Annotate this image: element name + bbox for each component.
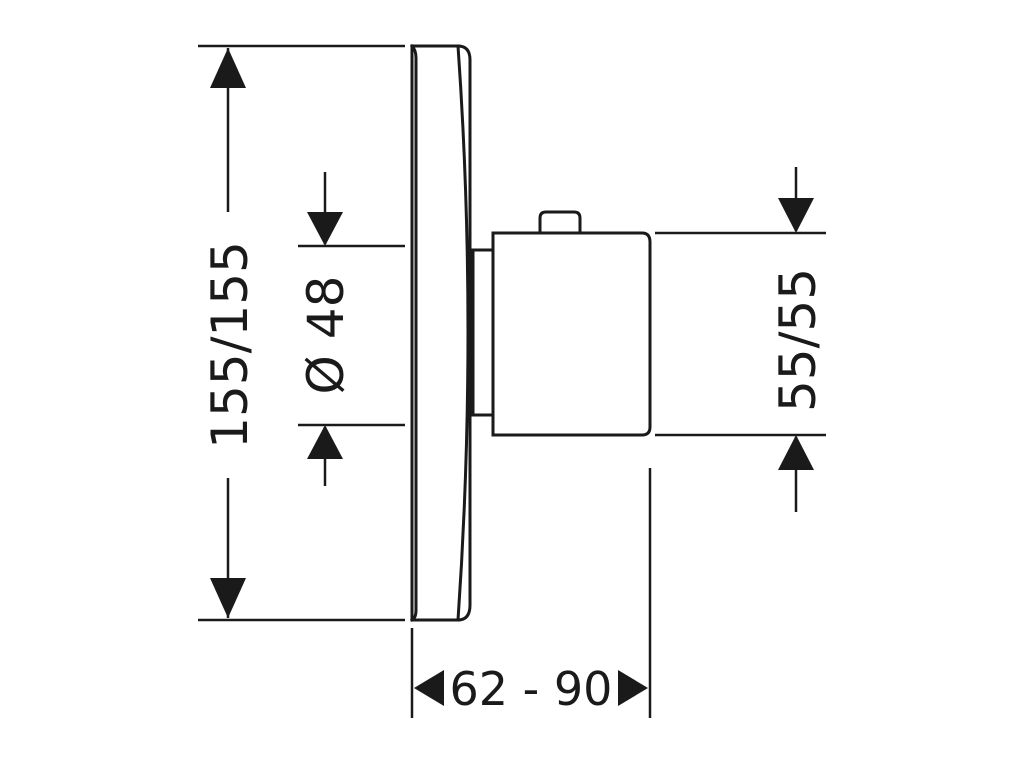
dimension-trim-diameter: Ø 48 xyxy=(297,172,405,486)
wall-plate xyxy=(409,43,472,623)
dimension-label-projection: 62 - 90 xyxy=(450,662,613,716)
dimension-label-overall-height: 155/155 xyxy=(201,241,259,449)
dimension-label-trim-diameter: Ø 48 xyxy=(297,276,355,395)
dimension-overall-height: 155/155 xyxy=(198,44,405,622)
handle-body xyxy=(471,210,652,437)
dimension-projection: 62 - 90 xyxy=(410,468,652,718)
dimension-handle-height: 55/55 xyxy=(655,167,827,512)
dimension-label-handle-height: 55/55 xyxy=(769,268,827,412)
